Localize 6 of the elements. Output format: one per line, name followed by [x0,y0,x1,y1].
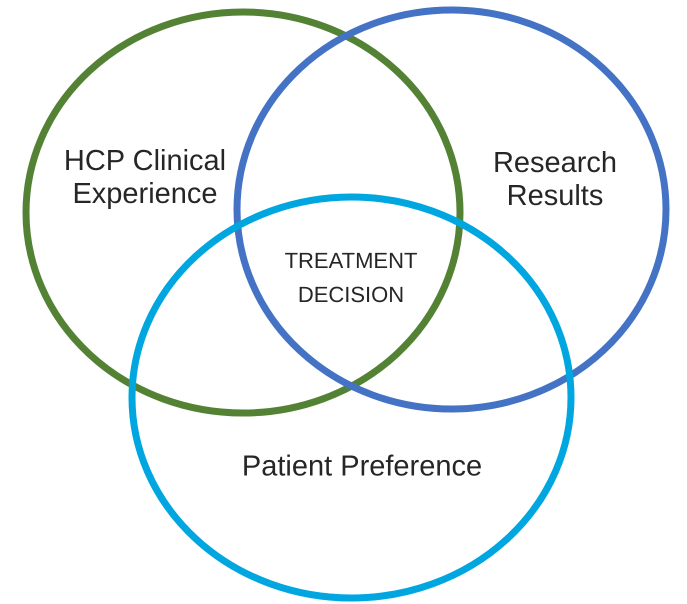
set-label: HCP Clinical Experience [62,145,228,211]
intersection-label: TREATMENT DECISION [284,247,418,309]
set-label: Research Results [492,147,618,213]
venn-circle [234,6,670,412]
venn-circle [22,8,464,416]
set-label: Patient Preference [240,450,484,484]
